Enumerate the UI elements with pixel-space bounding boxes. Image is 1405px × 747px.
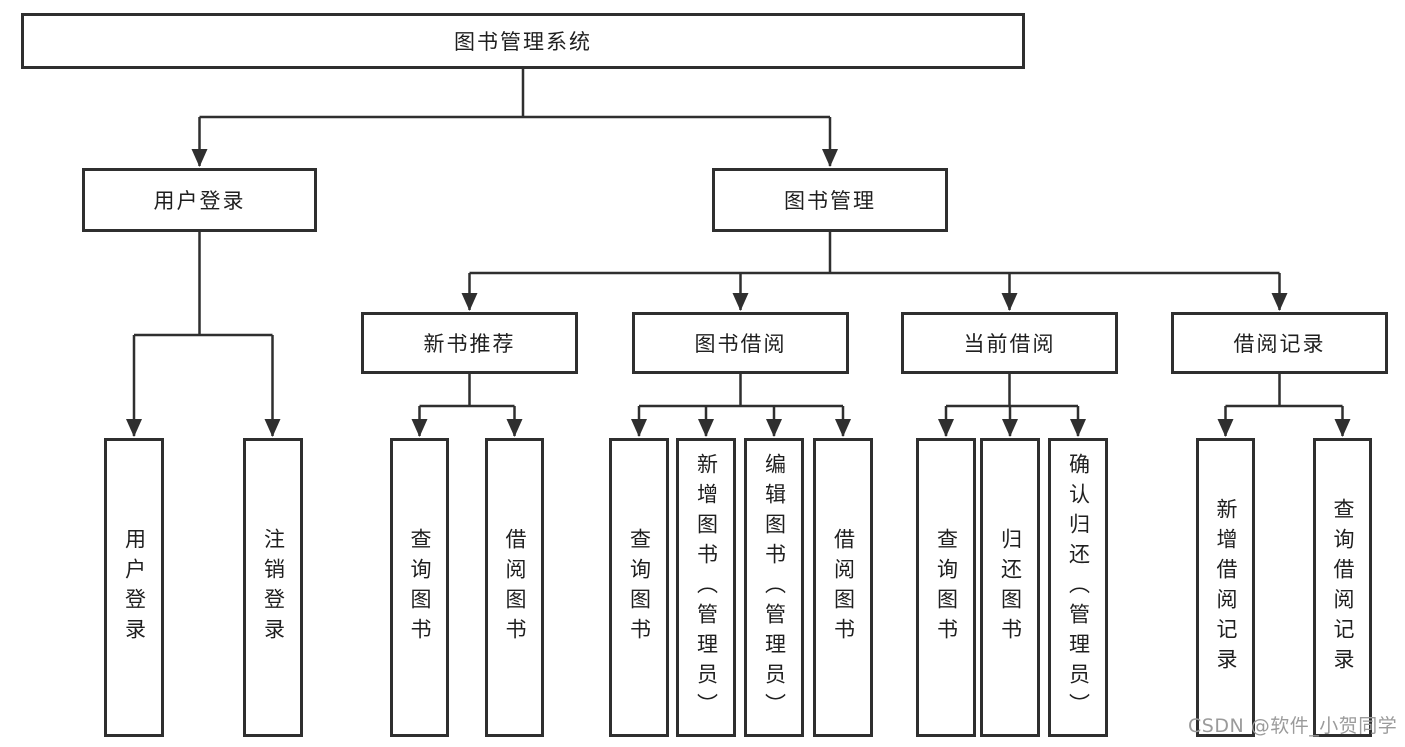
node-new-book-recommend-label: 新书推荐	[423, 332, 516, 356]
leaf-return-books-label: 归还图书	[998, 527, 1023, 648]
leaf-add-borrow-record: 新增借阅记录	[1196, 438, 1255, 737]
leaf-query-borrow-record-label: 查询借阅记录	[1331, 497, 1355, 678]
node-borrow-records-label: 借阅记录	[1233, 332, 1326, 356]
node-user-login-label: 用户登录	[153, 189, 246, 213]
leaf-return-books: 归还图书	[980, 438, 1040, 737]
node-current-borrow: 当前借阅	[901, 312, 1118, 374]
leaf-user-login-label: 用户登录	[122, 527, 147, 648]
leaf-add-borrow-record-label: 新增借阅记录	[1214, 497, 1238, 678]
leaf-edit-book-admin-label: 编辑图书（管理员）	[762, 452, 787, 723]
leaf-borrow-books-1: 借阅图书	[485, 438, 544, 737]
leaf-query-books-1-label: 查询图书	[408, 527, 432, 648]
leaf-query-books-3-label: 查询图书	[934, 527, 959, 648]
node-book-borrow: 图书借阅	[632, 312, 849, 374]
leaf-confirm-return-admin-label: 确认归还（管理员）	[1066, 452, 1091, 723]
leaf-edit-book-admin: 编辑图书（管理员）	[744, 438, 804, 737]
leaf-query-books-2-label: 查询图书	[627, 527, 652, 648]
leaf-query-books-2: 查询图书	[609, 438, 669, 737]
leaf-borrow-books-2: 借阅图书	[813, 438, 873, 737]
leaf-add-book-admin: 新增图书（管理员）	[676, 438, 736, 737]
leaf-borrow-books-1-label: 借阅图书	[503, 527, 527, 648]
node-user-login: 用户登录	[82, 168, 317, 232]
node-book-management: 图书管理	[712, 168, 948, 232]
leaf-query-books-3: 查询图书	[916, 438, 976, 737]
leaf-add-book-admin-label: 新增图书（管理员）	[694, 452, 719, 723]
node-borrow-records: 借阅记录	[1171, 312, 1388, 374]
leaf-confirm-return-admin: 确认归还（管理员）	[1048, 438, 1108, 737]
leaf-logout: 注销登录	[243, 438, 303, 737]
node-book-management-label: 图书管理	[784, 189, 876, 213]
node-root-system: 图书管理系统	[21, 13, 1025, 69]
node-current-borrow-label: 当前借阅	[963, 332, 1056, 356]
csdn-watermark: CSDN @软件_小贺同学	[1188, 715, 1398, 737]
node-root-system-label: 图书管理系统	[454, 30, 592, 54]
leaf-logout-label: 注销登录	[261, 527, 286, 648]
node-book-borrow-label: 图书借阅	[694, 332, 787, 356]
node-new-book-recommend: 新书推荐	[361, 312, 578, 374]
leaf-borrow-books-2-label: 借阅图书	[831, 527, 856, 648]
leaf-query-books-1: 查询图书	[390, 438, 449, 737]
leaf-query-borrow-record: 查询借阅记录	[1313, 438, 1372, 737]
leaf-user-login: 用户登录	[104, 438, 164, 737]
tree-branch-lines	[134, 69, 1343, 408]
